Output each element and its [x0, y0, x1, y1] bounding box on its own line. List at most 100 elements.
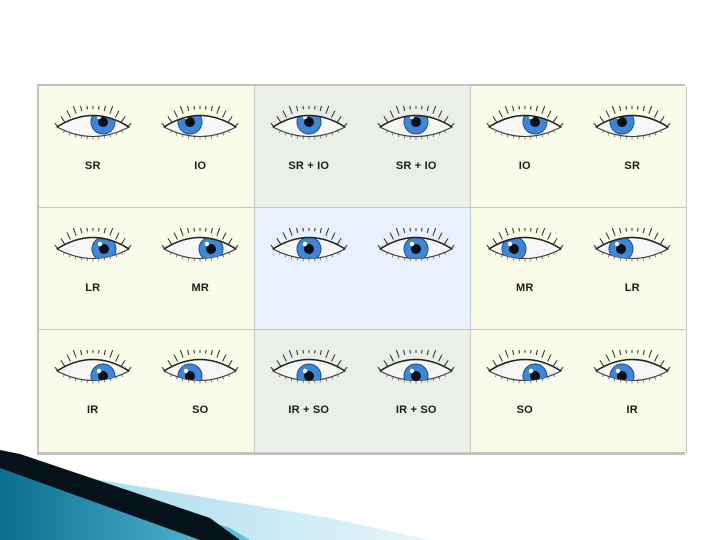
- pupil: [98, 244, 109, 254]
- eye-glint: [528, 368, 533, 374]
- eye-icon: [590, 208, 674, 268]
- eye-icon: [267, 86, 351, 146]
- upper-eyelid: [488, 358, 562, 372]
- deco-band-dark: [0, 450, 240, 540]
- eye-drawing: [161, 228, 239, 262]
- eye-icon: [483, 330, 567, 390]
- upper-eyelid: [272, 114, 346, 128]
- pupil: [206, 244, 217, 254]
- upper-eyelid: [163, 358, 237, 372]
- pupil: [97, 117, 108, 127]
- pupil: [529, 117, 540, 127]
- eye-glint: [507, 241, 512, 247]
- eye-glint: [184, 368, 189, 374]
- eye-unit: LR: [584, 208, 680, 295]
- eye-glint: [616, 368, 621, 374]
- eye-drawing: [54, 350, 132, 384]
- pupil: [303, 244, 314, 254]
- pupil: [303, 371, 314, 381]
- pupil: [303, 117, 314, 127]
- eye-icon: [158, 330, 242, 390]
- eyelash-group: [54, 106, 132, 129]
- muscle-label: SR + IO: [395, 160, 437, 172]
- eye-glint: [97, 241, 102, 247]
- upper-eyelid: [595, 114, 669, 128]
- upper-eyelid: [488, 114, 562, 128]
- eye-drawing: [486, 350, 564, 384]
- muscle-label: LR: [624, 282, 640, 294]
- eyelash-group: [270, 228, 348, 251]
- pupil: [411, 244, 422, 254]
- muscle-label: SR + IO: [288, 160, 330, 172]
- eyelash-group: [486, 106, 564, 129]
- eye-icon: [483, 86, 567, 146]
- muscle-label: MR: [191, 282, 209, 294]
- eye-unit: IR: [584, 330, 680, 417]
- eye-drawing: [593, 228, 671, 262]
- upper-eyelid: [272, 358, 346, 372]
- muscle-label: SR: [624, 160, 641, 172]
- gaze-cell-left: MR LR: [471, 208, 687, 330]
- eye-glint: [302, 368, 307, 374]
- eye-unit: SR: [584, 86, 680, 173]
- gaze-cell-down: IR + SO IR + SO: [255, 330, 471, 453]
- pupil: [411, 371, 422, 381]
- muscle-label: SR: [84, 160, 101, 172]
- eye-icon: [374, 330, 458, 390]
- eye-drawing: [593, 350, 671, 384]
- muscle-label: SO: [192, 404, 209, 416]
- muscle-label: IO: [194, 160, 207, 172]
- eye-unit: IO: [477, 86, 573, 173]
- pupil: [617, 117, 628, 127]
- eye-glint: [615, 241, 620, 247]
- eye-glint: [410, 368, 415, 374]
- upper-eyelid: [56, 358, 130, 372]
- pupil: [411, 117, 422, 127]
- eye-unit: IR: [45, 330, 141, 417]
- eye-icon: [267, 330, 351, 390]
- upper-eyelid: [488, 236, 562, 250]
- pupil: [185, 117, 196, 127]
- eye-unit: SR + IO: [261, 86, 357, 173]
- upper-eyelid: [272, 236, 346, 250]
- muscle-label: IR: [87, 404, 99, 416]
- eye-unit: LR: [45, 208, 141, 295]
- muscle-label: IR + SO: [288, 404, 330, 416]
- eyelash-group: [377, 106, 455, 129]
- eye-drawing: [270, 350, 348, 384]
- pupil: [529, 371, 540, 381]
- eye-drawing: [377, 350, 455, 384]
- eye-unit: IR + SO: [368, 330, 464, 417]
- eyelash-group: [593, 228, 671, 251]
- eye-drawing: [377, 228, 455, 262]
- eye-unit: SO: [152, 330, 248, 417]
- muscle-label: IO: [518, 160, 531, 172]
- eye-unit: MR: [477, 208, 573, 295]
- upper-eyelid: [379, 358, 453, 372]
- gaze-cell-primary: [255, 208, 471, 330]
- eye-drawing: [377, 106, 455, 140]
- eye-glint: [410, 241, 415, 247]
- muscle-label: IR + SO: [395, 404, 437, 416]
- upper-eyelid: [595, 236, 669, 250]
- eye-icon: [51, 208, 135, 268]
- upper-eyelid: [379, 114, 453, 128]
- upper-eyelid: [595, 358, 669, 372]
- eyelash-group: [161, 106, 239, 129]
- upper-eyelid: [56, 236, 130, 250]
- eye-drawing: [270, 106, 348, 140]
- eye-drawing: [593, 106, 671, 140]
- gaze-cell-up-right: SR IO: [39, 86, 255, 208]
- eye-movement-grid: SR IO SR + IO SR + IO IO SR LR MR MR LR …: [37, 84, 687, 455]
- gaze-cell-down-left: SO IR: [471, 330, 687, 453]
- eye-drawing: [486, 228, 564, 262]
- eye-drawing: [486, 106, 564, 140]
- gaze-cell-up: SR + IO SR + IO: [255, 86, 471, 208]
- eye-unit: IO: [152, 86, 248, 173]
- pupil: [97, 371, 108, 381]
- eye-icon: [483, 208, 567, 268]
- eye-unit: [261, 208, 357, 295]
- eye-icon: [158, 208, 242, 268]
- upper-eyelid: [56, 114, 130, 128]
- gaze-cell-up-left: IO SR: [471, 86, 687, 208]
